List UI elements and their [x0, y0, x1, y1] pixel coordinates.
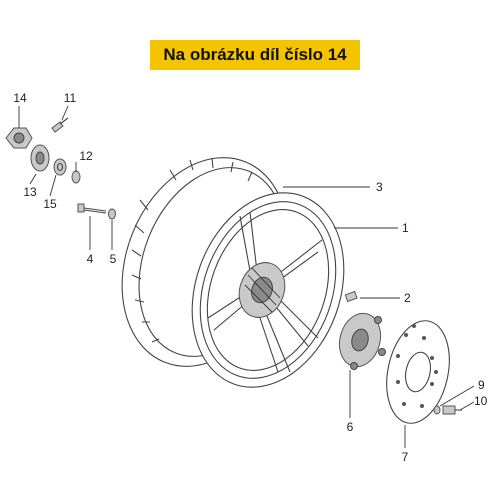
- label-15: 15: [43, 197, 57, 211]
- part-number-banner: Na obrázku díl číslo 14: [150, 40, 360, 70]
- speedometer-gear: [30, 144, 50, 172]
- banner-text: Na obrázku díl číslo 14: [163, 45, 347, 64]
- label-5: 5: [110, 252, 117, 266]
- axle-and-washer: [77, 203, 116, 220]
- label-14: 14: [13, 91, 27, 105]
- label-11: 11: [64, 91, 77, 105]
- label-6: 6: [347, 420, 354, 434]
- label-1: 1: [402, 221, 409, 235]
- label-13: 13: [23, 185, 37, 199]
- label-12: 12: [79, 149, 93, 163]
- screw-part: [51, 117, 69, 133]
- valve-part: [344, 290, 358, 303]
- label-10: 10: [474, 394, 488, 408]
- disc-bolt-washer: [433, 405, 462, 415]
- spacer-part: [53, 158, 67, 176]
- wheel-rim: [191, 192, 345, 388]
- disc-carrier: [338, 312, 386, 370]
- label-3: 3: [376, 180, 383, 194]
- label-9: 9: [478, 378, 485, 392]
- part-labels: 14 11 12 13 15 4 5 3 1 2 6 7 9 10: [13, 91, 487, 464]
- seal-part: [71, 170, 81, 184]
- label-4: 4: [87, 252, 94, 266]
- axle-nut: [5, 127, 33, 149]
- leader-lines: [18, 105, 475, 448]
- brake-disc: [386, 320, 450, 424]
- label-7: 7: [402, 450, 409, 464]
- label-2: 2: [404, 291, 411, 305]
